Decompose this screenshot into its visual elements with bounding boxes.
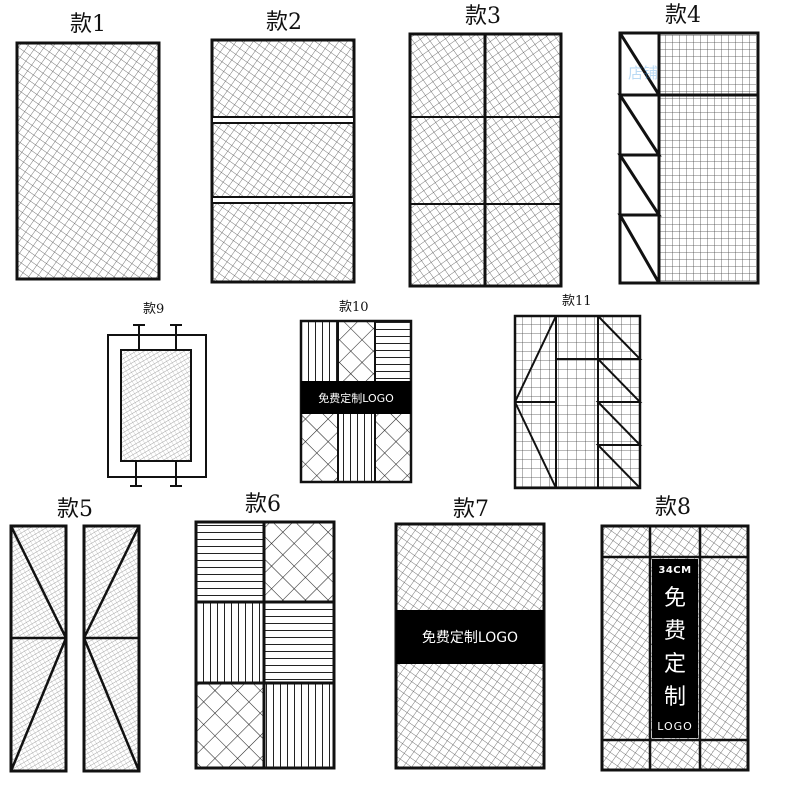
- design-2-panel: [210, 38, 356, 284]
- design-1-panel: [15, 41, 161, 281]
- watermark: 店铺: [628, 64, 659, 82]
- design-8-logo-text: LOGO: [657, 720, 693, 733]
- design-8-logo-tag: 34CM 免 费 定 制 LOGO: [652, 559, 698, 738]
- design-11-label: 款11: [562, 294, 592, 309]
- design-4-label: 款4: [665, 3, 701, 28]
- design-8-label: 款8: [655, 495, 691, 520]
- design-1-label: 款1: [70, 12, 106, 37]
- design-10-label: 款10: [339, 300, 369, 315]
- design-9-label: 款9: [143, 302, 165, 317]
- design-3-panel: [408, 32, 563, 288]
- design-11-panel: [513, 314, 643, 490]
- design-8-size-text: 34CM: [658, 565, 692, 576]
- design-6-panel: [194, 520, 336, 770]
- design-7-logo-tag: 免费定制LOGO: [396, 610, 544, 664]
- design-3-label: 款3: [465, 4, 501, 29]
- design-2-label: 款2: [266, 10, 302, 35]
- design-5-panel: [9, 524, 141, 773]
- design-5-label: 款5: [57, 497, 93, 522]
- design-7-label: 款7: [453, 497, 489, 522]
- design-8-vertical-text: 免 费 定 制: [663, 586, 686, 710]
- design-6-label: 款6: [245, 492, 281, 517]
- design-4-panel: [617, 31, 760, 285]
- design-10-logo-tag: 免费定制LOGO: [301, 381, 411, 414]
- design-9-panel: [107, 324, 207, 487]
